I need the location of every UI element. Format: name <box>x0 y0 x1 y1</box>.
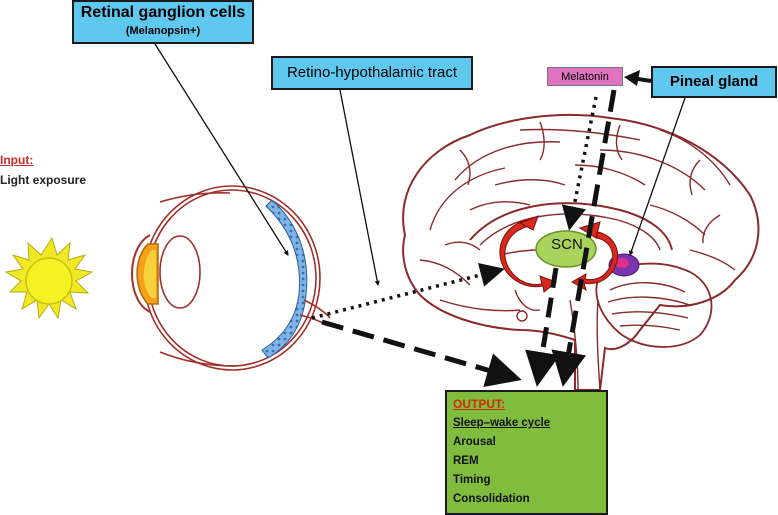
retinal-ganglion-title: Retinal ganglion cells <box>80 4 246 21</box>
input-description: Light exposure <box>0 173 87 187</box>
melatonin-dotted-arrow <box>561 96 598 231</box>
brain-illustration <box>402 113 760 391</box>
rht-pointer-line <box>339 89 380 287</box>
ganglion-pointer-line <box>154 43 289 256</box>
melatonin-label: Melatonin <box>561 71 609 83</box>
eye-illustration <box>131 185 331 371</box>
input-title: Input: <box>0 153 34 167</box>
output-item: Sleep–wake cycle <box>453 417 551 429</box>
eye-to-output-dashed-arrow <box>321 319 522 388</box>
rht-label: Retino-hypothalamic tract <box>286 64 458 81</box>
output-item: Arousal <box>453 436 496 448</box>
output-title: OUTPUT: <box>453 397 505 411</box>
pineal-pointer-line <box>628 97 686 256</box>
output-item: Timing <box>453 474 491 486</box>
output-box: OUTPUT: Sleep–wake cycle Arousal REM Tim… <box>445 390 608 515</box>
rht-dotted-arrow <box>311 262 505 320</box>
pineal-gland-label: Pineal gland <box>669 73 759 90</box>
rht-label-box: Retino-hypothalamic tract <box>271 56 473 90</box>
output-item: Consolidation <box>453 493 530 505</box>
pineal-gland-label-box: Pineal gland <box>651 66 777 98</box>
pineal-to-melatonin-arrow <box>624 70 652 86</box>
scn-shape <box>535 230 597 268</box>
melatonin-label-box: Melatonin <box>547 67 623 86</box>
output-item: REM <box>453 455 479 467</box>
sun-icon <box>4 236 94 320</box>
scn-to-output-dashed-arrow <box>525 267 560 387</box>
pineal-to-output-dashed-arrow <box>551 89 617 387</box>
retinal-ganglion-subtitle: (Melanopsin+) <box>125 25 201 37</box>
retinal-ganglion-label-box: Retinal ganglion cells (Melanopsin+) <box>72 0 254 44</box>
scn-label: SCN <box>551 236 583 253</box>
